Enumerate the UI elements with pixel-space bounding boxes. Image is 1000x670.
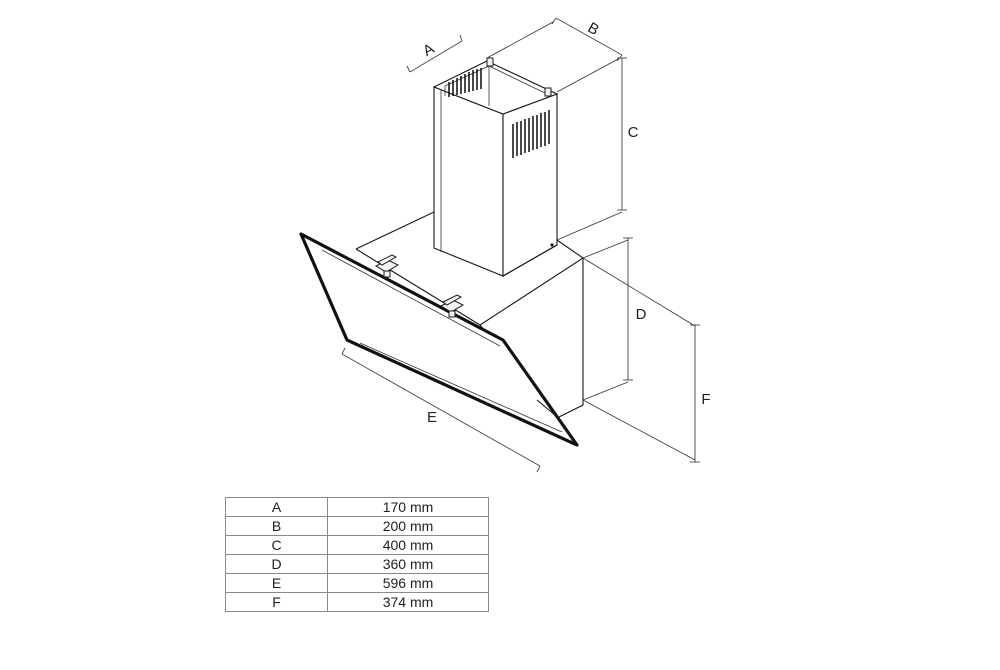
table-row: F 374 mm <box>225 592 489 612</box>
table-row: E 596 mm <box>225 573 489 593</box>
table-row: A 170 mm <box>225 497 489 517</box>
vent-slots-right <box>512 110 550 158</box>
dimensions-table: A 170 mm B 200 mm C 400 mm D 360 mm E 59… <box>225 497 489 612</box>
chimney-duct <box>432 57 559 277</box>
table-row: C 400 mm <box>225 535 489 555</box>
row-value: 400 mm <box>327 535 489 555</box>
row-value: 596 mm <box>327 573 489 593</box>
row-letter: A <box>225 497 328 517</box>
hinge-brackets <box>374 254 465 318</box>
row-value: 200 mm <box>327 516 489 536</box>
row-value: 374 mm <box>327 592 489 612</box>
row-letter: F <box>225 592 328 612</box>
dimension-label-e: E <box>427 409 437 426</box>
dimension-label-f: F <box>701 391 710 408</box>
dimension-lines <box>341 17 700 473</box>
table-row: D 360 mm <box>225 554 489 574</box>
table-row: B 200 mm <box>225 516 489 536</box>
glass-panel <box>299 232 579 447</box>
vent-slots-left <box>448 68 482 97</box>
row-letter: D <box>225 554 328 574</box>
row-letter: B <box>225 516 328 536</box>
dimension-label-c: C <box>628 124 639 141</box>
row-value: 170 mm <box>327 497 489 517</box>
row-value: 360 mm <box>327 554 489 574</box>
dimension-label-d: D <box>636 306 647 323</box>
row-letter: C <box>225 535 328 555</box>
row-letter: E <box>225 573 328 593</box>
